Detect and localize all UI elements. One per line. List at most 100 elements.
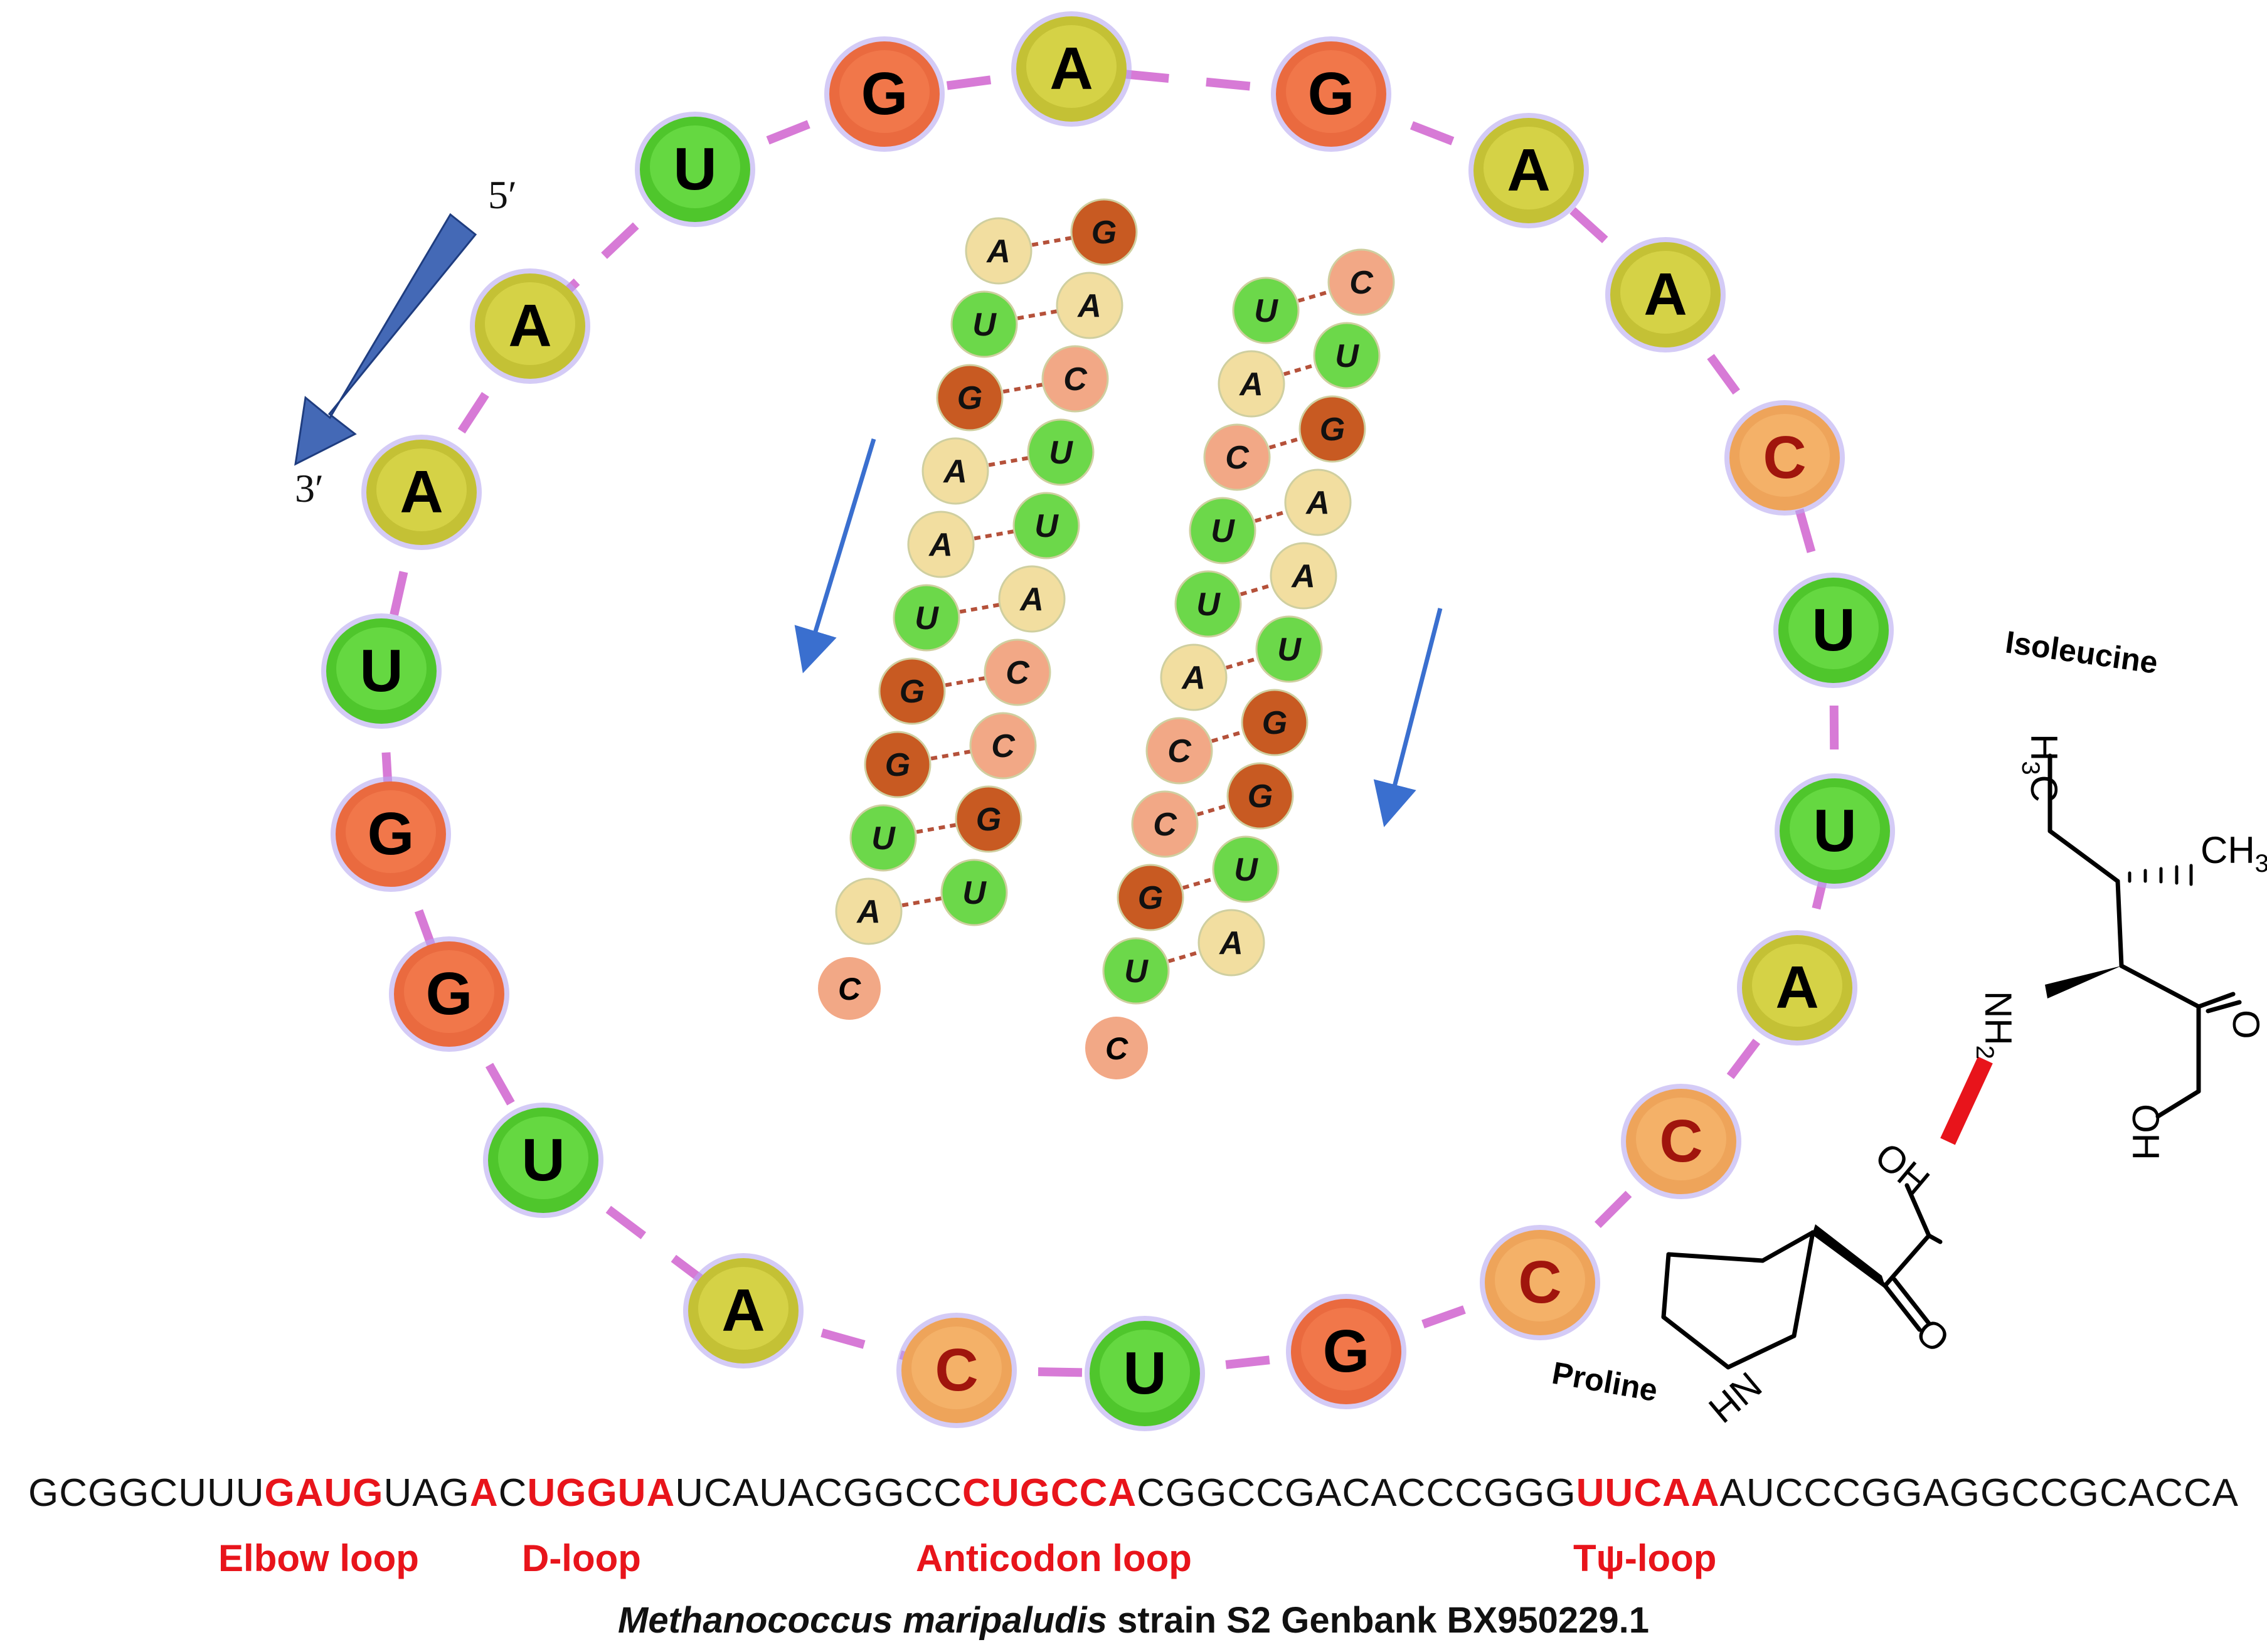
isoleucine-label: Isoleucine xyxy=(2003,624,2160,680)
ring-base-letter: C xyxy=(1659,1108,1702,1175)
ring-base-A: A xyxy=(361,435,482,550)
ring-base-A: A xyxy=(683,1253,804,1369)
ring-base-letter: A xyxy=(508,292,551,359)
hairpin-base-letter: C xyxy=(1063,361,1088,398)
ring-base-letter: C xyxy=(935,1337,978,1404)
caption-species: Methanococcus maripaludis xyxy=(618,1600,1107,1641)
five-prime-label: 5′ xyxy=(488,172,517,217)
ring-base-A: A xyxy=(470,268,590,384)
hairpin-base-letter: A xyxy=(856,894,881,930)
o-bottom-label: O xyxy=(1908,1310,1958,1361)
hairpin-base-letter: U xyxy=(1254,293,1278,329)
ring-base-letter: A xyxy=(1643,261,1687,328)
ring-base-A: A xyxy=(1605,237,1726,352)
ring-base-letter: A xyxy=(400,458,443,526)
direction-arrow-right xyxy=(1373,608,1443,827)
ring-base-U: U xyxy=(483,1103,603,1218)
hairpin-base-U: U xyxy=(1012,492,1080,559)
hairpin-base-letter: C xyxy=(1153,807,1177,843)
sequence-segment: C xyxy=(498,1471,528,1515)
sequence-segment-highlight: UGGUA xyxy=(527,1471,676,1515)
hairpin-base-A: A xyxy=(965,217,1033,285)
proline-label: Proline xyxy=(1549,1355,1660,1409)
hairpin-base-U: U xyxy=(1212,835,1280,903)
ring-base-letter: G xyxy=(426,960,473,1027)
nh-label: NH xyxy=(1701,1364,1769,1431)
ring-base-C: C xyxy=(1480,1225,1600,1340)
hairpin-base-letter: U xyxy=(972,307,997,343)
ring-base-letter: A xyxy=(1507,137,1550,204)
figure-caption: Methanococcus maripaludis strain S2 Genb… xyxy=(0,1599,2267,1641)
ring-base-letter: C xyxy=(1763,424,1806,491)
hairpin-base-letter: G xyxy=(1262,705,1287,741)
hairpin-base-U: U xyxy=(940,859,1008,926)
hairpin-base-G: G xyxy=(1298,395,1366,463)
ring-base-letter: G xyxy=(368,800,415,867)
hairpin-base-letter: U xyxy=(1196,586,1221,623)
chemistry-labels: Isoleucine H3C CH3 NH2 O OH OH O NH Prol… xyxy=(1549,624,2267,1431)
ring-base-U: U xyxy=(321,613,442,729)
ring-base-G: G xyxy=(1271,36,1391,152)
ring-base-G: G xyxy=(1286,1294,1406,1409)
hairpin-base-letter: A xyxy=(1290,558,1315,595)
ring-base-G: G xyxy=(331,776,451,892)
hairpin-base-letter: U xyxy=(1211,513,1235,549)
hairpin-base-U: U xyxy=(950,290,1018,358)
o-top-label: O xyxy=(2225,1010,2267,1039)
ring-base-letter: U xyxy=(673,135,716,203)
sequence-segment: AUCCCGGAGGCCGCACCA xyxy=(1719,1471,2239,1515)
hairpin-base-A: A xyxy=(835,877,903,945)
hairpin-base-letter: C xyxy=(1167,733,1192,770)
hairpin-base-letter: G xyxy=(900,674,925,710)
ring-base-letter: C xyxy=(1518,1249,1561,1316)
hairpin-base-C: C xyxy=(1327,248,1395,316)
nh2-label: NH2 xyxy=(1971,991,2019,1059)
hairpin-base-letter: A xyxy=(1305,485,1330,521)
hairpin-base-letter: U xyxy=(915,600,939,637)
hairpin-base-A: A xyxy=(1197,909,1265,977)
hairpin-base-U: U xyxy=(1102,937,1170,1005)
hairpin-base-A: A xyxy=(921,437,989,505)
hairpin-base-letter: U xyxy=(1124,953,1149,990)
hairpin-base-A: A xyxy=(1160,643,1228,711)
ring-base-U: U xyxy=(1085,1316,1205,1431)
hairpin-base-A: A xyxy=(1284,469,1352,536)
ring-base-letter: A xyxy=(721,1277,765,1344)
three-prime-label: 3′ xyxy=(295,466,324,511)
hairpin-base-letter: G xyxy=(976,802,1001,838)
caption-rest: strain S2 Genbank BX950229.1 xyxy=(1117,1600,1649,1641)
hairpin-base-tail: C xyxy=(818,957,881,1020)
ring-base-A: A xyxy=(1737,930,1857,1046)
oh-bottom-label: OH xyxy=(1867,1135,1938,1203)
amino-acid-structures xyxy=(1661,753,2242,1370)
hairpin-base-C: C xyxy=(969,712,1037,780)
sequence-segment: UCAUACGGCC xyxy=(675,1471,963,1515)
sequence-segment-highlight: CUGCCA xyxy=(962,1471,1137,1515)
hairpin-base-G: G xyxy=(1226,762,1294,830)
ring-base-letter: A xyxy=(1775,954,1818,1021)
oh-top-label: OH xyxy=(2125,1104,2167,1160)
hairpin-base-letter: C xyxy=(1105,1031,1128,1066)
ring-base-letter: U xyxy=(521,1126,565,1194)
hairpin-base-letter: U xyxy=(1034,508,1059,544)
hairpin-base-letter: U xyxy=(1049,435,1073,471)
hairpin-base-A: A xyxy=(998,565,1066,633)
hairpin-base-letter: C xyxy=(838,972,861,1007)
ring-base-A: A xyxy=(1011,11,1132,127)
hairpin-base-letter: U xyxy=(962,875,987,911)
hairpin-base-A: A xyxy=(907,511,975,578)
hairpin-base-A: A xyxy=(1056,272,1123,339)
ring-base-C: C xyxy=(1621,1084,1741,1199)
hairpin-base-letter: U xyxy=(1335,338,1359,374)
hairpin-base-letter: G xyxy=(1138,880,1163,916)
direction-arrow-left xyxy=(794,438,876,674)
ring-base-letter: G xyxy=(861,60,908,127)
ring-base-letter: G xyxy=(1323,1318,1370,1385)
hairpin-base-letter: U xyxy=(871,820,896,857)
ring-base-G: G xyxy=(389,936,509,1052)
hairpin-base-letter: A xyxy=(1076,288,1102,324)
hairpin-base-U: U xyxy=(1027,418,1095,486)
hairpin-base-letter: U xyxy=(1234,852,1258,888)
